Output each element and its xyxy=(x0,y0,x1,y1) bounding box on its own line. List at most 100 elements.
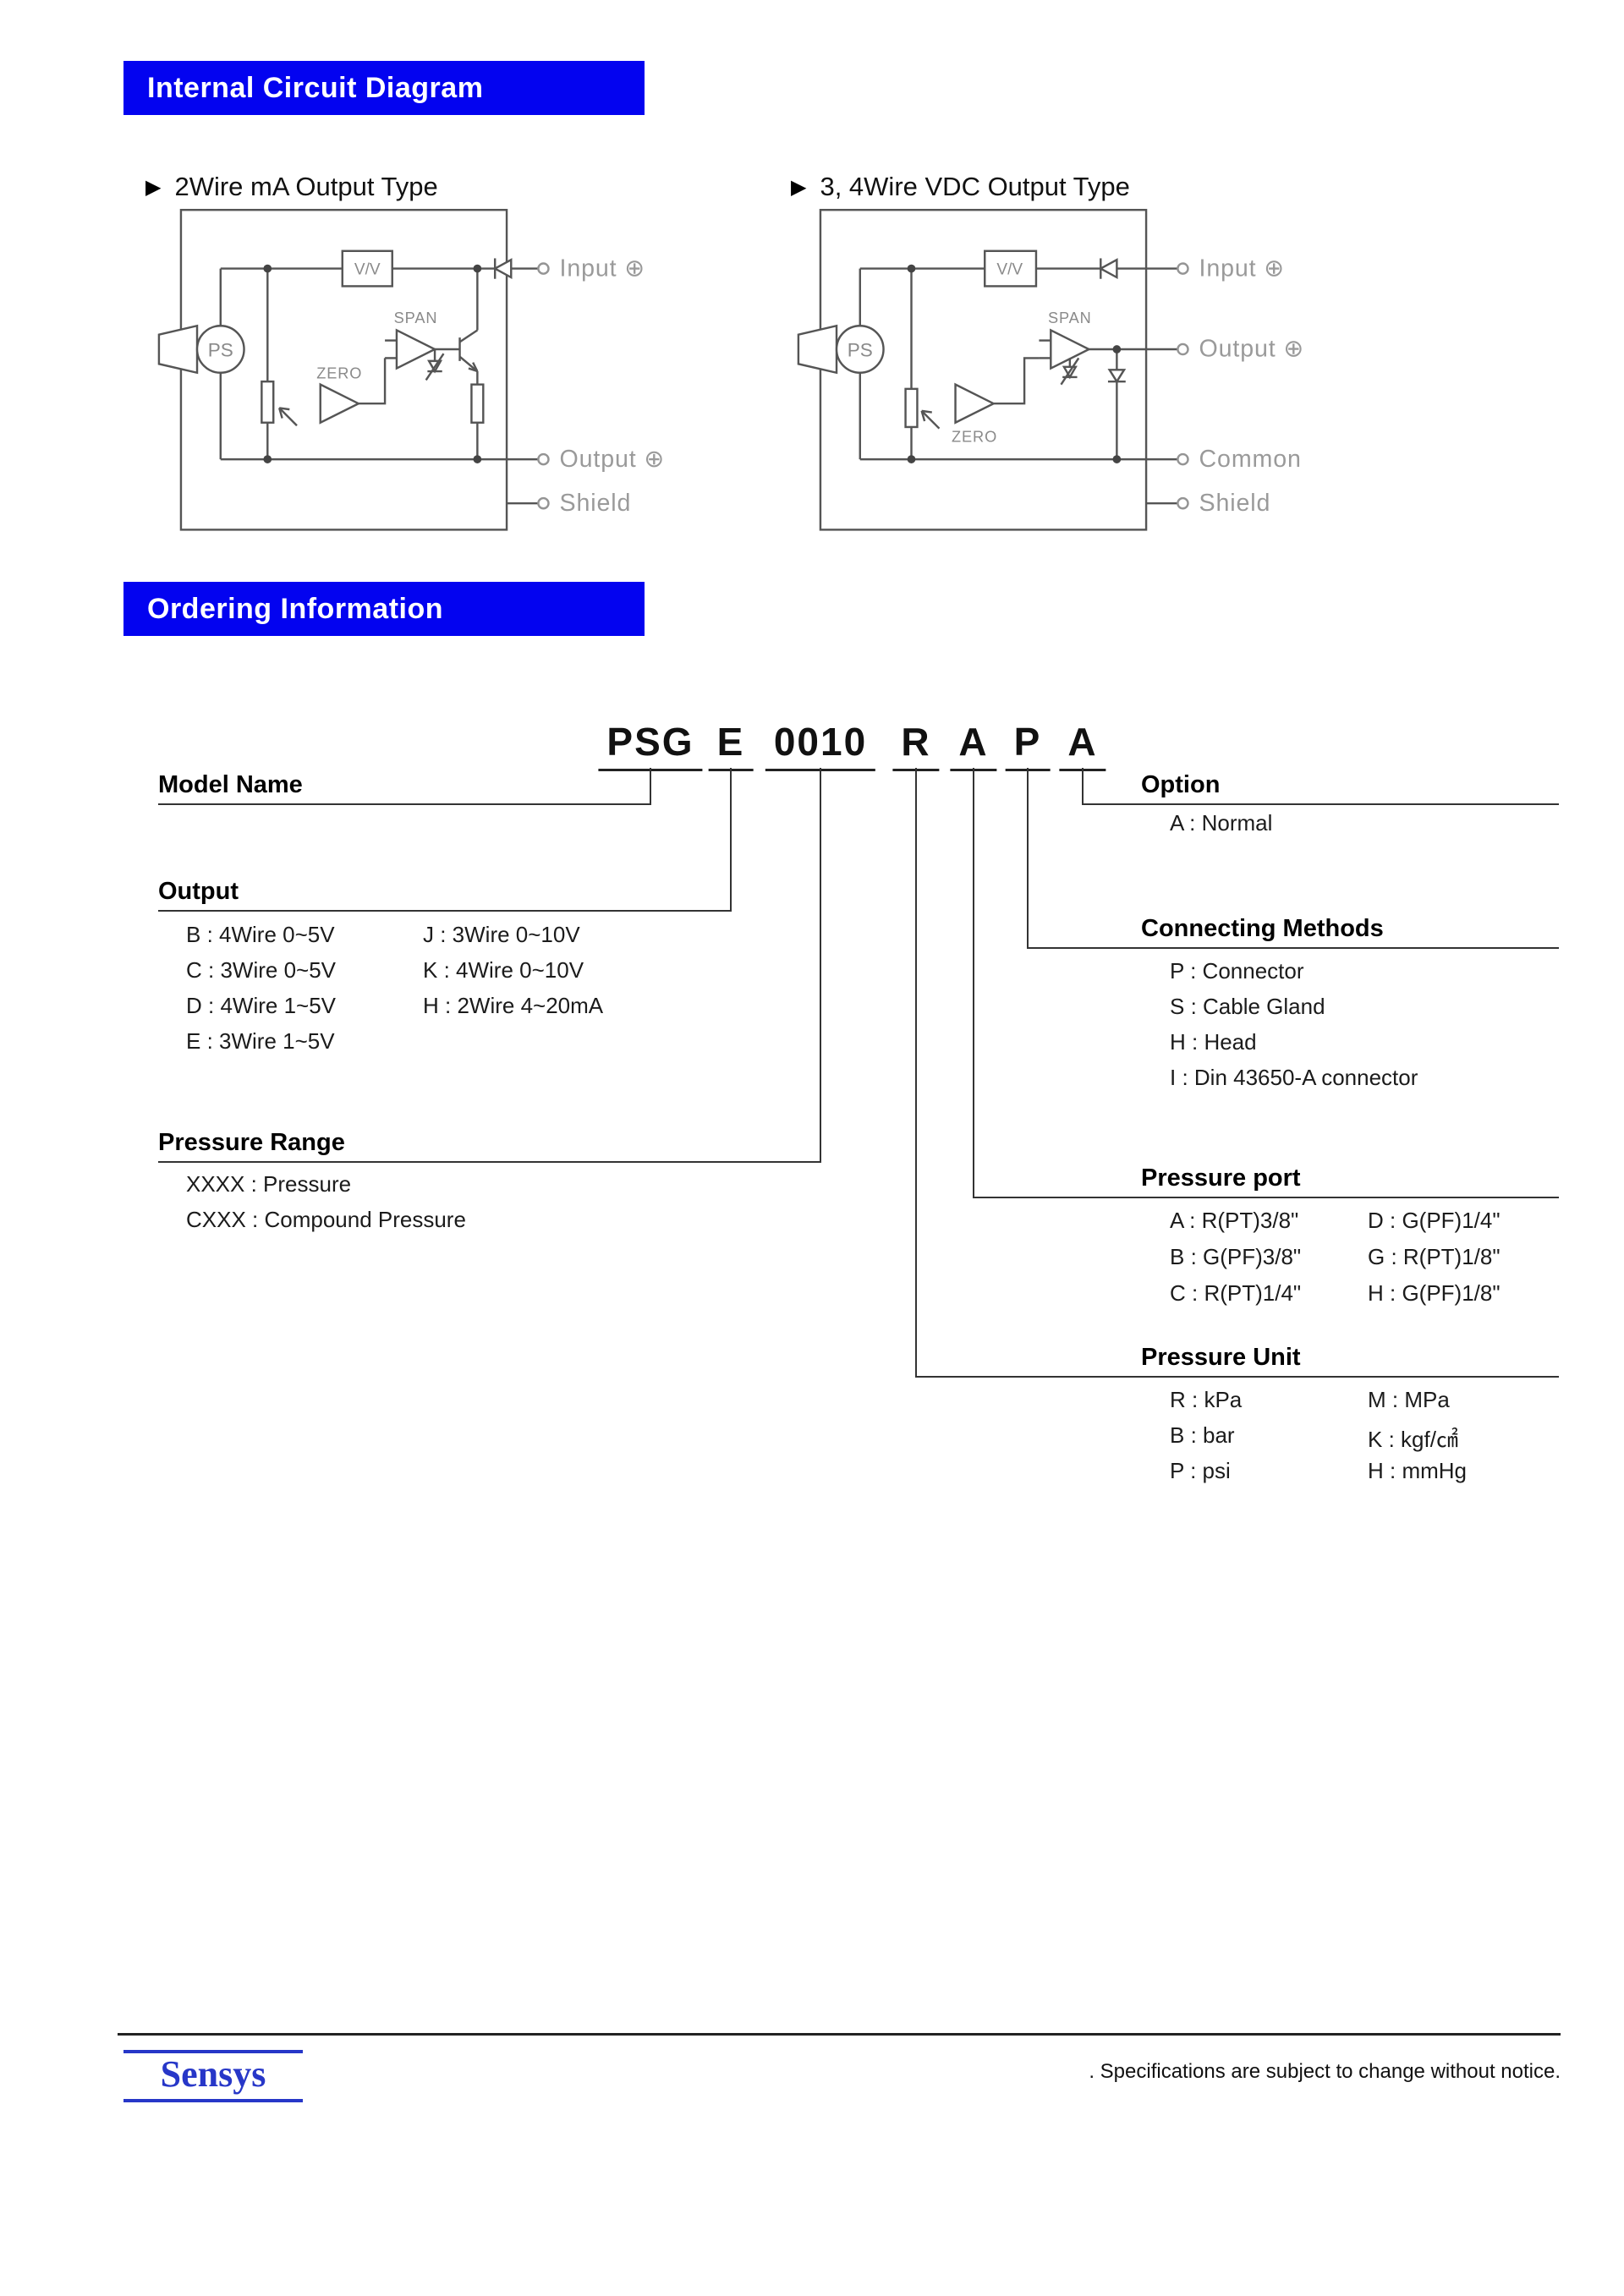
span-label: SPAN xyxy=(394,310,438,326)
shield-terminal xyxy=(537,496,550,510)
section-header-ordering: Ordering Information xyxy=(123,582,645,636)
output-item: B : 4Wire 0~5V xyxy=(186,922,335,947)
pressure-unit-item: K : kgf/㎠ xyxy=(1368,1427,1458,1452)
leader-hline-model-name xyxy=(158,803,651,805)
pressure-unit-item: H : mmHg xyxy=(1368,1458,1467,1483)
leader-vline-output xyxy=(730,768,732,910)
leader-hline-pressure-unit xyxy=(915,1376,1559,1378)
leader-hline-pressure-port xyxy=(973,1197,1559,1198)
code-part-pressure-range: 0010 xyxy=(765,719,876,771)
diagram2-heading-label: 3, 4Wire VDC Output Type xyxy=(820,172,1130,201)
option-item: A : Normal xyxy=(1170,810,1273,836)
pressure-unit-item: M : MPa xyxy=(1368,1387,1450,1412)
shield-terminal-label: Shield xyxy=(560,490,632,517)
connecting-item: S : Cable Gland xyxy=(1170,994,1325,1019)
title-pressure-range: Pressure Range xyxy=(158,1129,345,1156)
zero-label: ZERO xyxy=(952,428,997,445)
pressure-port-item: C : R(PT)1/4" xyxy=(1170,1280,1302,1306)
pressure-port-item: G : R(PT)1/8" xyxy=(1368,1244,1501,1269)
output-terminal-label: Output ⊕ xyxy=(1199,336,1305,363)
sensys-logo: Sensys xyxy=(123,2050,303,2102)
common-terminal-label: Common xyxy=(1199,446,1302,473)
leader-vline-option xyxy=(1082,768,1084,803)
pressure-port-item: H : G(PF)1/8" xyxy=(1368,1280,1501,1306)
title-pressure-port: Pressure port xyxy=(1141,1164,1301,1192)
input-terminal xyxy=(537,262,550,275)
diagram2-heading: ▶ 3, 4Wire VDC Output Type xyxy=(791,172,1130,202)
output-item: H : 2Wire 4~20mA xyxy=(423,993,604,1018)
output-item: E : 3Wire 1~5V xyxy=(186,1028,335,1054)
code-part-pressure-port: A xyxy=(950,719,997,771)
pressure-port-symbol xyxy=(797,324,838,375)
common-terminal xyxy=(1177,452,1189,466)
leader-vline-connecting xyxy=(1027,768,1029,947)
zero-label: ZERO xyxy=(316,365,362,382)
span-label: SPAN xyxy=(1048,310,1092,326)
output-item: J : 3Wire 0~10V xyxy=(423,922,580,947)
leader-vline-pressure-unit xyxy=(915,768,917,1376)
arrow-right-icon: ▶ xyxy=(145,175,162,199)
title-option: Option xyxy=(1141,771,1221,798)
title-pressure-unit: Pressure Unit xyxy=(1141,1344,1301,1371)
footer-divider xyxy=(118,2033,1561,2036)
zero-opamp-symbol xyxy=(319,382,361,425)
code-part-model: PSG xyxy=(598,719,703,771)
vv-converter-block xyxy=(984,249,1038,288)
code-part-connecting: P xyxy=(1005,719,1051,771)
pressure-range-item: CXXX : Compound Pressure xyxy=(186,1207,466,1232)
connecting-item: I : Din 43650-A connector xyxy=(1170,1065,1418,1090)
diagram1-heading-label: 2Wire mA Output Type xyxy=(174,172,438,201)
connecting-item: H : Head xyxy=(1170,1029,1257,1055)
output-terminal xyxy=(1177,342,1189,356)
pressure-port-item: A : R(PT)3/8" xyxy=(1170,1208,1299,1233)
title-connecting-methods: Connecting Methods xyxy=(1141,915,1384,942)
arrow-right-icon: ▶ xyxy=(791,175,807,199)
code-part-output: E xyxy=(708,719,754,771)
title-model-name: Model Name xyxy=(158,771,303,798)
span-opamp-symbol xyxy=(395,328,437,370)
section-title-ordering: Ordering Information xyxy=(147,592,443,625)
pressure-unit-item: B : bar xyxy=(1170,1422,1235,1448)
output-terminal xyxy=(537,452,550,466)
input-terminal-label: Input ⊕ xyxy=(560,255,646,282)
pressure-port-item: D : G(PF)1/4" xyxy=(1368,1208,1501,1233)
leader-hline-output xyxy=(158,910,732,912)
section-title-internal-circuit: Internal Circuit Diagram xyxy=(147,71,484,104)
vv-label: V/V xyxy=(354,261,381,279)
potentiometer-symbol xyxy=(904,387,919,429)
vv-label: V/V xyxy=(996,261,1023,279)
title-output: Output xyxy=(158,878,239,905)
ps-label: PS xyxy=(848,340,873,361)
code-part-option: A xyxy=(1059,719,1106,771)
input-terminal-label: Input ⊕ xyxy=(1199,255,1286,282)
code-part-pressure-unit: R xyxy=(892,719,940,771)
circuit-diagram-34wire-vdc: PS V/V SPAN ZERO xyxy=(797,208,1305,531)
leader-hline-option xyxy=(1082,803,1559,805)
leader-vline-pressure-range xyxy=(820,768,821,1161)
resistor-symbol xyxy=(470,383,485,424)
pressure-port-symbol xyxy=(157,324,199,375)
shield-terminal xyxy=(1177,496,1189,510)
leader-hline-connecting xyxy=(1027,947,1559,949)
pressure-port-item: B : G(PF)3/8" xyxy=(1170,1244,1302,1269)
pressure-unit-item: P : psi xyxy=(1170,1458,1231,1483)
leader-vline-pressure-port xyxy=(973,768,974,1197)
leader-hline-pressure-range xyxy=(158,1161,821,1163)
pressure-range-item: XXXX : Pressure xyxy=(186,1171,352,1197)
circuit-diagram-2wire-ma: PS V/V SPAN xyxy=(157,208,666,531)
output-item: C : 3Wire 0~5V xyxy=(186,957,337,983)
output-terminal-label: Output ⊕ xyxy=(560,446,666,473)
input-terminal xyxy=(1177,262,1189,275)
section-header-internal-circuit: Internal Circuit Diagram xyxy=(123,61,645,115)
ps-label: PS xyxy=(208,340,233,361)
output-item: D : 4Wire 1~5V xyxy=(186,993,337,1018)
potentiometer-symbol xyxy=(261,380,275,424)
connecting-item: P : Connector xyxy=(1170,958,1304,984)
pressure-unit-item: R : kPa xyxy=(1170,1387,1243,1412)
output-item: K : 4Wire 0~10V xyxy=(423,957,584,983)
diagram1-heading: ▶ 2Wire mA Output Type xyxy=(145,172,438,202)
shield-terminal-label: Shield xyxy=(1199,490,1271,517)
footer-note: . Specifications are subject to change w… xyxy=(1089,2060,1561,2083)
zero-opamp-symbol xyxy=(954,382,996,425)
